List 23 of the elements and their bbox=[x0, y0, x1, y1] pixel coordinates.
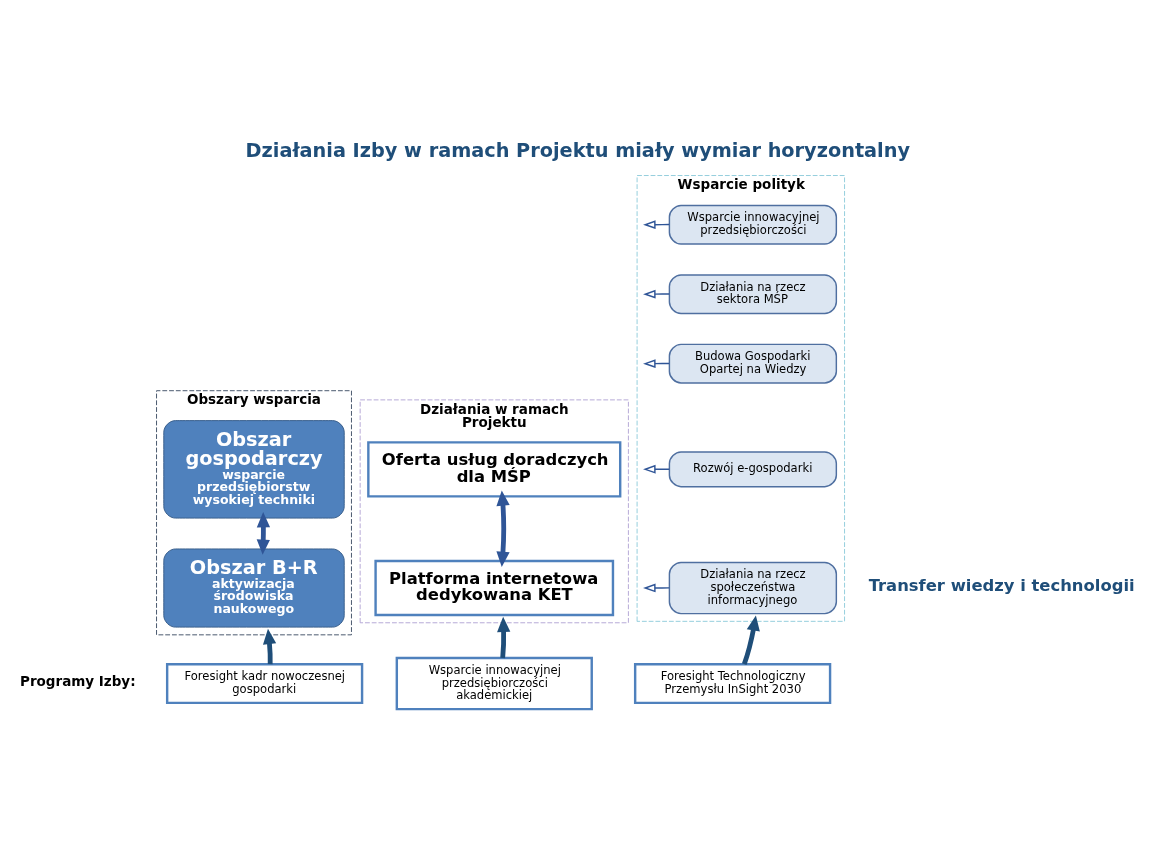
arrow bbox=[262, 628, 277, 664]
node-box: Działania na rzecz społeczeństwa informacyjnego bbox=[668, 561, 838, 614]
node-box: Obszar gospodarczy wsparcie przedsiębiorstw wysokiej techniki bbox=[163, 419, 345, 519]
node-box: Wsparcie innowacyjnej przedsiębiorczości bbox=[668, 204, 838, 245]
arrow bbox=[742, 614, 760, 665]
arrow bbox=[643, 464, 670, 474]
node-box: Wsparcie innowacyjnej przedsiębiorczości akademickiej bbox=[395, 656, 593, 710]
arrow bbox=[496, 490, 510, 567]
label: Transfer wiedzy i technologii bbox=[868, 575, 1135, 595]
label: Programy Izby: bbox=[20, 672, 136, 689]
diagram-title: Działania Izby w ramach Projektu miały wymiar horyzontalny bbox=[245, 138, 911, 162]
node-box: Rozwój e-gospodarki bbox=[668, 450, 838, 487]
arrow bbox=[643, 289, 670, 299]
node-box: Oferta usług doradczych dla MŚP bbox=[367, 440, 622, 498]
arrow bbox=[256, 511, 271, 555]
node-box: Budowa Gospodarki Opartej na Wiedzy bbox=[668, 343, 838, 384]
node-box: Działania na rzecz sektora MŚP bbox=[668, 273, 838, 314]
arrow bbox=[643, 583, 670, 592]
node-box: Obszar B+R aktywizacja środowiska naukowego bbox=[163, 548, 345, 628]
arrow bbox=[497, 616, 511, 658]
node-box: Foresight kadr nowoczesnej gospodarki bbox=[165, 662, 364, 704]
node-box: Platforma internetowa dedykowana KET bbox=[374, 559, 615, 616]
node-box: Foresight Technologiczny Przemysłu InSight 2030 bbox=[633, 662, 832, 704]
